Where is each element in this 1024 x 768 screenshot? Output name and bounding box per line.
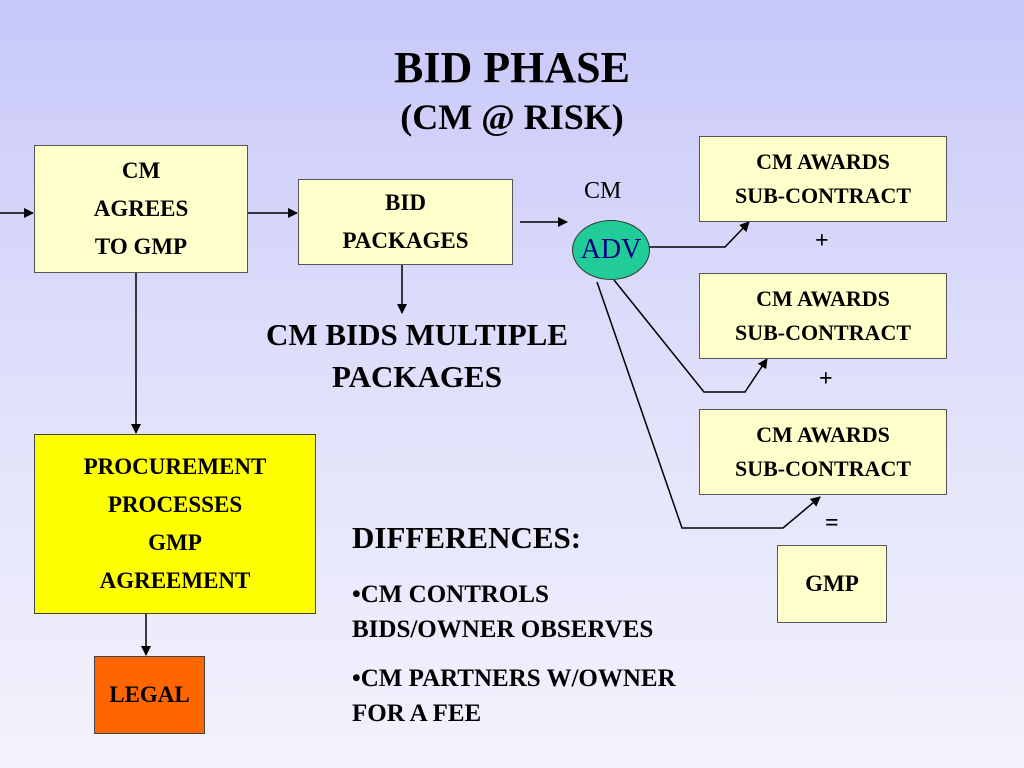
cm-agrees-line-3: TO GMP: [94, 234, 188, 259]
procurement-line-1: PROCUREMENT: [83, 454, 267, 479]
award-2-line-1: CM AWARDS: [756, 286, 890, 311]
bullet-1-line-2: BIDS/OWNER OBSERVES: [352, 616, 654, 643]
award-2-line-2: SUB-CONTRACT: [734, 320, 912, 345]
bullet-2-line-2: FOR A FEE: [352, 700, 482, 727]
cm-agrees-line-2: AGREES: [93, 196, 189, 221]
page-subtitle: (CM @ RISK): [400, 97, 624, 137]
award-box-2: CM AWARDS SUB-CONTRACT: [699, 273, 947, 359]
award-3-line-2: SUB-CONTRACT: [734, 456, 912, 481]
bullet-1-line-1: •CM CONTROLS: [352, 581, 549, 608]
connector-adv-to-award-3: [596, 281, 821, 529]
bid-packages-line-1: BID: [385, 190, 426, 215]
connector-adv-to-award-2: [613, 279, 768, 393]
legal-box: LEGAL: [94, 656, 205, 734]
cm-agrees-line-1: CM: [121, 158, 161, 183]
gmp-box: GMP: [777, 545, 887, 623]
multiple-packages-note: CM BIDS MULTIPLE PACKAGES: [232, 314, 602, 398]
differences-heading: DIFFERENCES:: [352, 520, 582, 555]
connector-adv-to-award-1: [648, 221, 750, 248]
equals-operator: =: [825, 510, 839, 536]
difference-bullet-2: •CM PARTNERS W/OWNER FOR A FEE: [352, 661, 676, 731]
bid-packages-line-2: PACKAGES: [342, 228, 469, 253]
multiple-note-line-1: CM BIDS MULTIPLE: [265, 317, 569, 352]
award-1-line-1: CM AWARDS: [756, 149, 890, 174]
procurement-box: PROCUREMENT PROCESSES GMP AGREEMENT: [34, 434, 316, 614]
procurement-line-4: AGREEMENT: [99, 568, 251, 593]
award-box-1: CM AWARDS SUB-CONTRACT: [699, 136, 947, 222]
procurement-line-2: PROCESSES: [107, 492, 243, 517]
cm-agrees-box: CM AGREES TO GMP: [34, 145, 248, 273]
adv-node: ADV: [572, 220, 650, 280]
award-3-line-1: CM AWARDS: [756, 422, 890, 447]
cm-label: CM: [584, 178, 622, 204]
plus-operator-1: +: [815, 228, 829, 254]
difference-bullet-1: •CM CONTROLS BIDS/OWNER OBSERVES: [352, 577, 653, 647]
bid-packages-box: BID PACKAGES: [298, 179, 513, 265]
multiple-note-line-2: PACKAGES: [332, 359, 502, 394]
award-1-line-2: SUB-CONTRACT: [734, 183, 912, 208]
award-box-3: CM AWARDS SUB-CONTRACT: [699, 409, 947, 495]
bullet-2-line-1: •CM PARTNERS W/OWNER: [352, 665, 676, 692]
page-title: BID PHASE: [394, 43, 630, 92]
plus-operator-2: +: [819, 366, 833, 392]
procurement-line-3: GMP: [148, 530, 202, 555]
